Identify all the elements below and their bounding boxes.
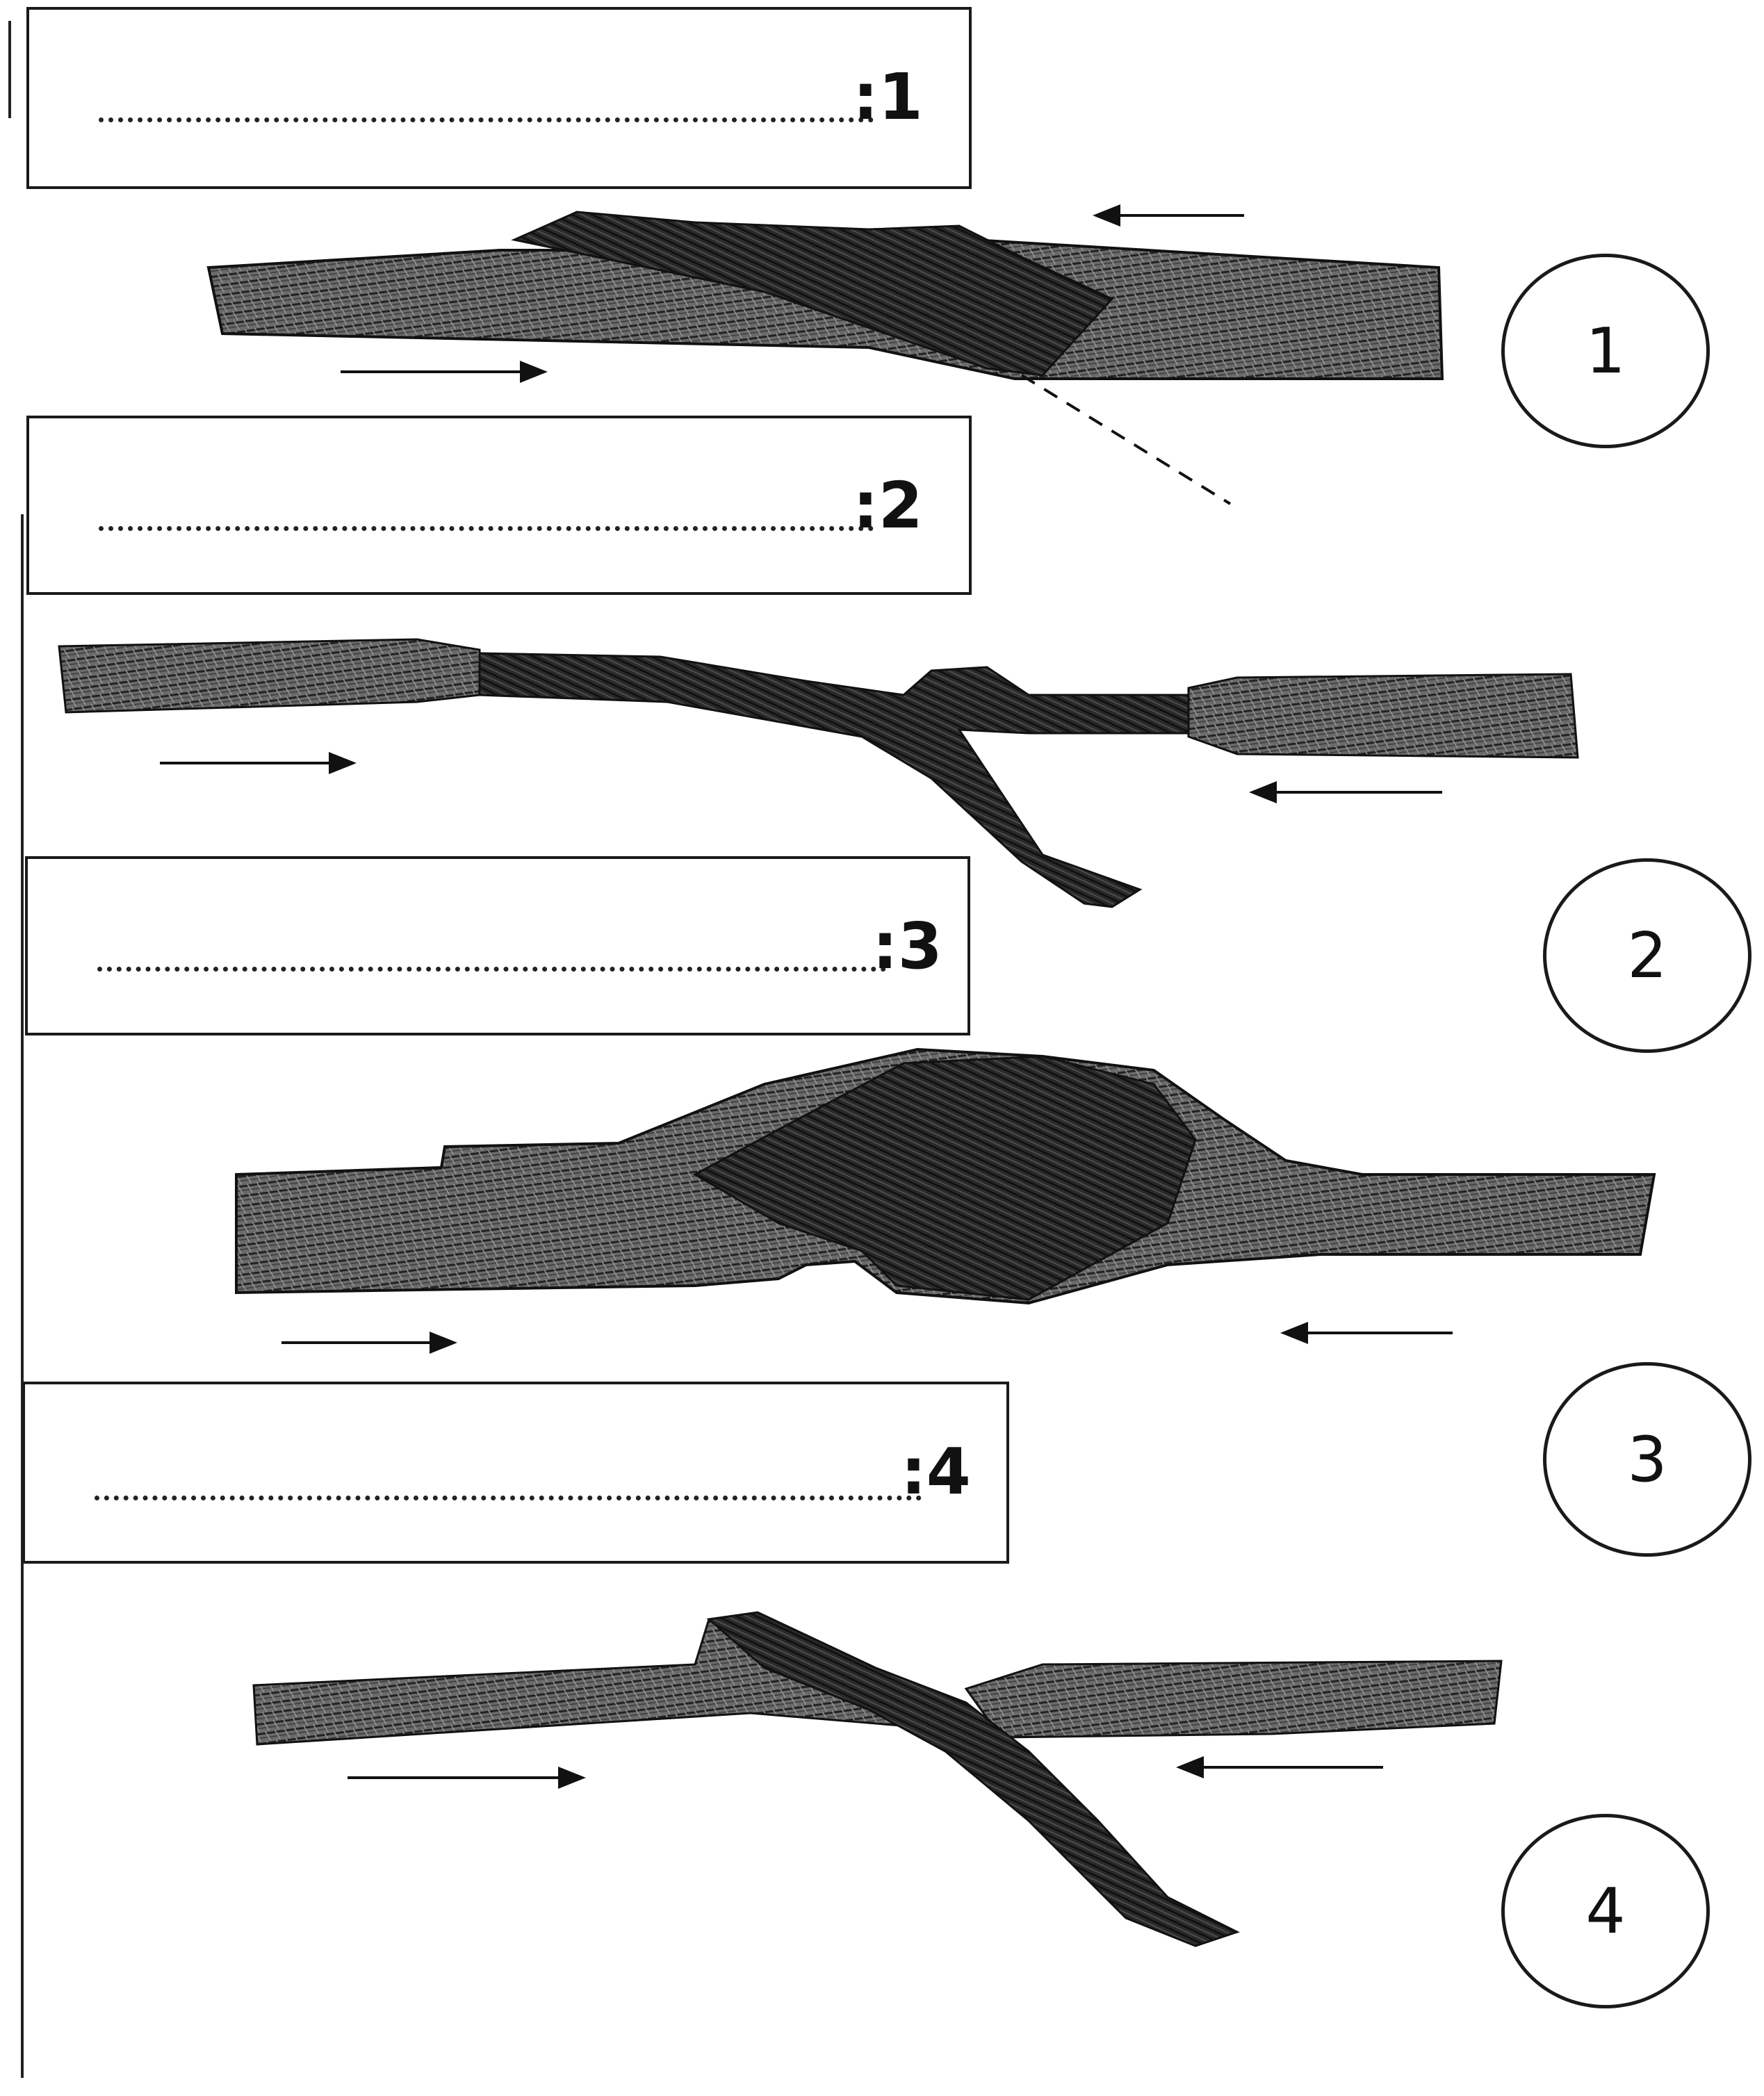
circle-label-4: 4	[1501, 1814, 1710, 2008]
dotted-line-4	[95, 1496, 922, 1500]
circle-number-3: 3	[1627, 1423, 1667, 1496]
box-label-4: :4	[901, 1440, 971, 1504]
circle-label-3: 3	[1543, 1362, 1751, 1557]
dotted-line-3	[97, 967, 886, 972]
dotted-line-1	[99, 117, 874, 122]
circle-label-1: 1	[1501, 254, 1710, 448]
answer-box-2[interactable]: :2	[26, 416, 972, 595]
answer-box-1[interactable]: :1	[26, 7, 972, 189]
answer-box-3[interactable]: :3	[25, 856, 970, 1035]
slab-4-right	[966, 1661, 1501, 1737]
slab-2-right	[1189, 674, 1578, 758]
circle-number-2: 2	[1627, 919, 1667, 992]
drawing-3	[236, 1049, 1654, 1343]
box-label-2: :2	[853, 474, 923, 538]
answer-box-4[interactable]: :4	[22, 1382, 1009, 1564]
box-label-3: :3	[872, 915, 942, 979]
circle-number-1: 1	[1585, 315, 1625, 388]
drawing-4	[254, 1612, 1501, 1946]
circle-number-4: 4	[1585, 1875, 1625, 1948]
slab-2-left	[59, 639, 480, 712]
plunging-slab-4	[709, 1612, 1237, 1946]
box-label-1: :1	[853, 65, 923, 129]
circle-label-2: 2	[1543, 858, 1751, 1053]
dotted-line-2	[99, 526, 874, 531]
dashed-fault-1	[1022, 375, 1230, 504]
